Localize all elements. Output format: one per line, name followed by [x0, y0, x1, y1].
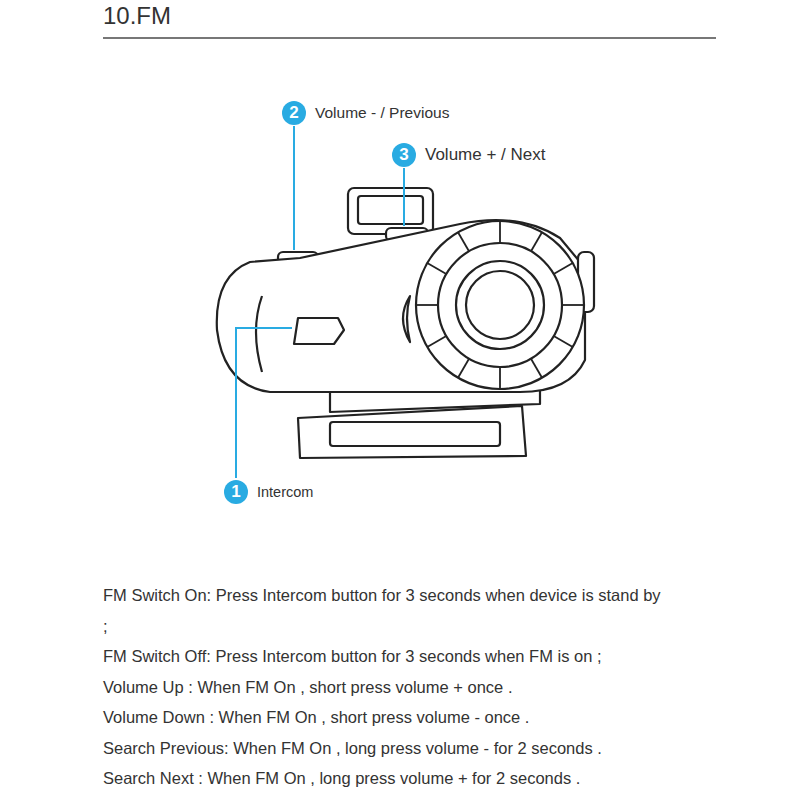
instruction-line: FM Switch On: Press Intercom button for …	[103, 580, 668, 641]
clip-window	[358, 196, 423, 224]
instruction-line: FM Switch Off: Press Intercom button for…	[103, 641, 668, 672]
callout: 2 Volume - / Previous	[282, 101, 449, 125]
callout: 3 Volume + / Next	[392, 143, 545, 167]
instructions: FM Switch On: Press Intercom button for …	[103, 580, 668, 794]
knurl-line	[531, 359, 542, 378]
instruction-line: Volume Up : When FM On , short press vol…	[103, 672, 668, 703]
knurl-line	[554, 263, 573, 274]
knurl-line	[416, 304, 438, 306]
knurl-line	[531, 232, 542, 251]
title-rule	[103, 37, 716, 39]
knurl-line	[458, 232, 469, 251]
leader-lines	[236, 126, 404, 478]
instruction-line: Volume Down : When FM On , short press v…	[103, 702, 668, 733]
leader-line	[293, 126, 295, 250]
mount-base	[298, 406, 526, 458]
knurl-line	[499, 221, 501, 243]
instruction-line: Search Previous: When FM On , long press…	[103, 733, 668, 764]
callout-label: Volume + / Next	[425, 145, 545, 165]
callout-label: Intercom	[257, 484, 313, 500]
callout-number: 2	[282, 101, 306, 125]
leader-line	[403, 168, 405, 226]
headset-unit	[217, 188, 594, 458]
callout-label: Volume - / Previous	[315, 104, 449, 122]
callout-number: 3	[392, 143, 416, 167]
body-edge	[256, 296, 262, 372]
knurl-line	[554, 336, 573, 347]
knob-ring	[438, 243, 562, 367]
instruction-line: Search Next : When FM On , long press vo…	[103, 763, 668, 794]
mount-slot	[330, 422, 500, 446]
knob-inner	[466, 271, 534, 339]
side-slot	[403, 296, 410, 342]
knurl-line	[458, 359, 469, 378]
knob-outer	[416, 221, 584, 389]
knurl-line	[427, 263, 446, 274]
intercom-button	[294, 318, 344, 344]
knob-center	[456, 261, 544, 349]
callout: 1 Intercom	[224, 480, 313, 504]
knurl-line	[562, 304, 584, 306]
knurl-line	[427, 336, 446, 347]
knob-knurling	[416, 221, 584, 389]
callout-number: 1	[224, 480, 248, 504]
body-housing	[217, 220, 585, 392]
page-title: 10.FM	[103, 2, 171, 30]
leader-line	[236, 328, 292, 478]
knurl-line	[499, 367, 501, 389]
